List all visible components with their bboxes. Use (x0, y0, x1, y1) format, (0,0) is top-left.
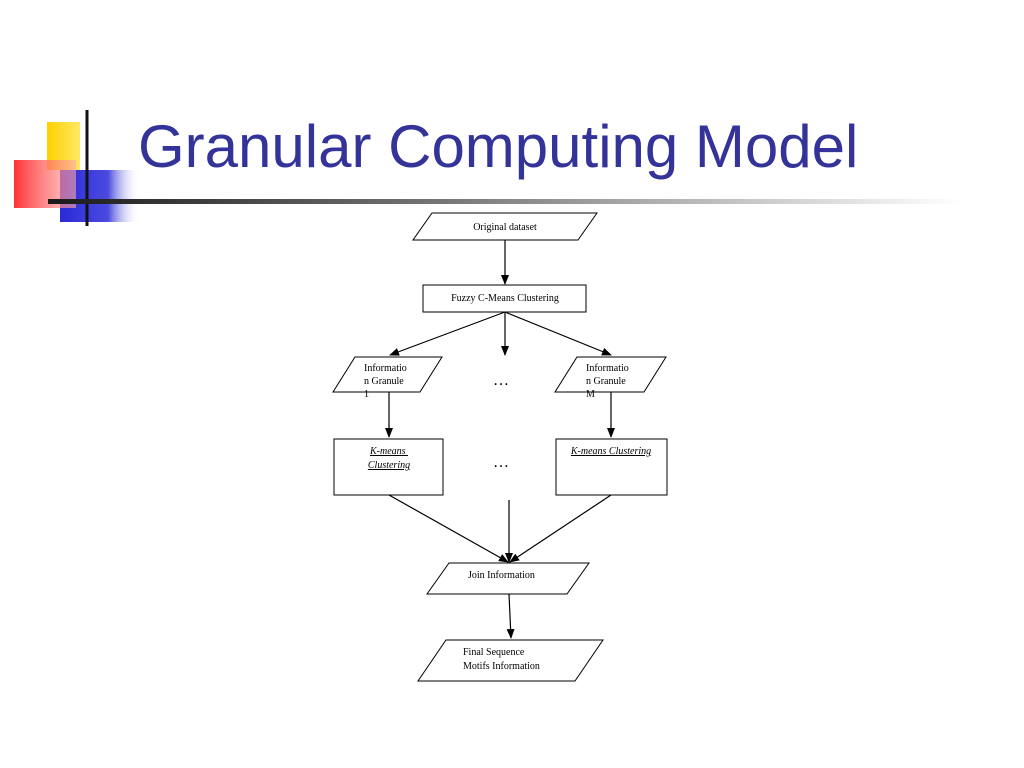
node-granule-m: Informatio n Granule M (554, 356, 667, 400)
node-join-label: Join Information (468, 570, 535, 581)
node-join: Join Information (426, 562, 590, 595)
ellipsis-lower: … (493, 454, 509, 471)
node-kmeans-1: K-means Clustering (333, 438, 444, 496)
node-granule-1: Informatio n Granule 1 (332, 356, 443, 400)
arrow-kmeans-1-to-join (388, 494, 509, 563)
node-final: Final Sequence Motifs Information (417, 639, 604, 682)
node-kmeans-m-label: K-means Clustering (570, 446, 651, 457)
ellipsis-upper: … (493, 372, 509, 389)
node-fcm-label: Fuzzy C-Means Clustering (451, 293, 559, 304)
node-kmeans-1-label: K-means Clustering (368, 446, 410, 471)
arrow-fcm-to-granule-1 (389, 311, 506, 356)
arrow-fcm-to-granule-m (504, 311, 612, 356)
arrow-join-to-final (506, 593, 515, 639)
arrow-kmeans-m-to-join (509, 494, 612, 563)
title-underline (48, 199, 960, 204)
node-granule-1-label: Informatio n Granule 1 (364, 363, 409, 400)
node-kmeans-m: K-means Clustering (555, 438, 668, 496)
node-original-dataset-label: Original dataset (473, 222, 537, 233)
node-fcm: Fuzzy C-Means Clustering (422, 284, 587, 313)
node-final-label: Final Sequence Motifs Information (463, 647, 540, 672)
slide-title: Granular Computing Model (138, 113, 859, 180)
node-granule-m-label: Informatio n Granule M (586, 363, 631, 400)
node-original-dataset: Original dataset (412, 212, 598, 241)
